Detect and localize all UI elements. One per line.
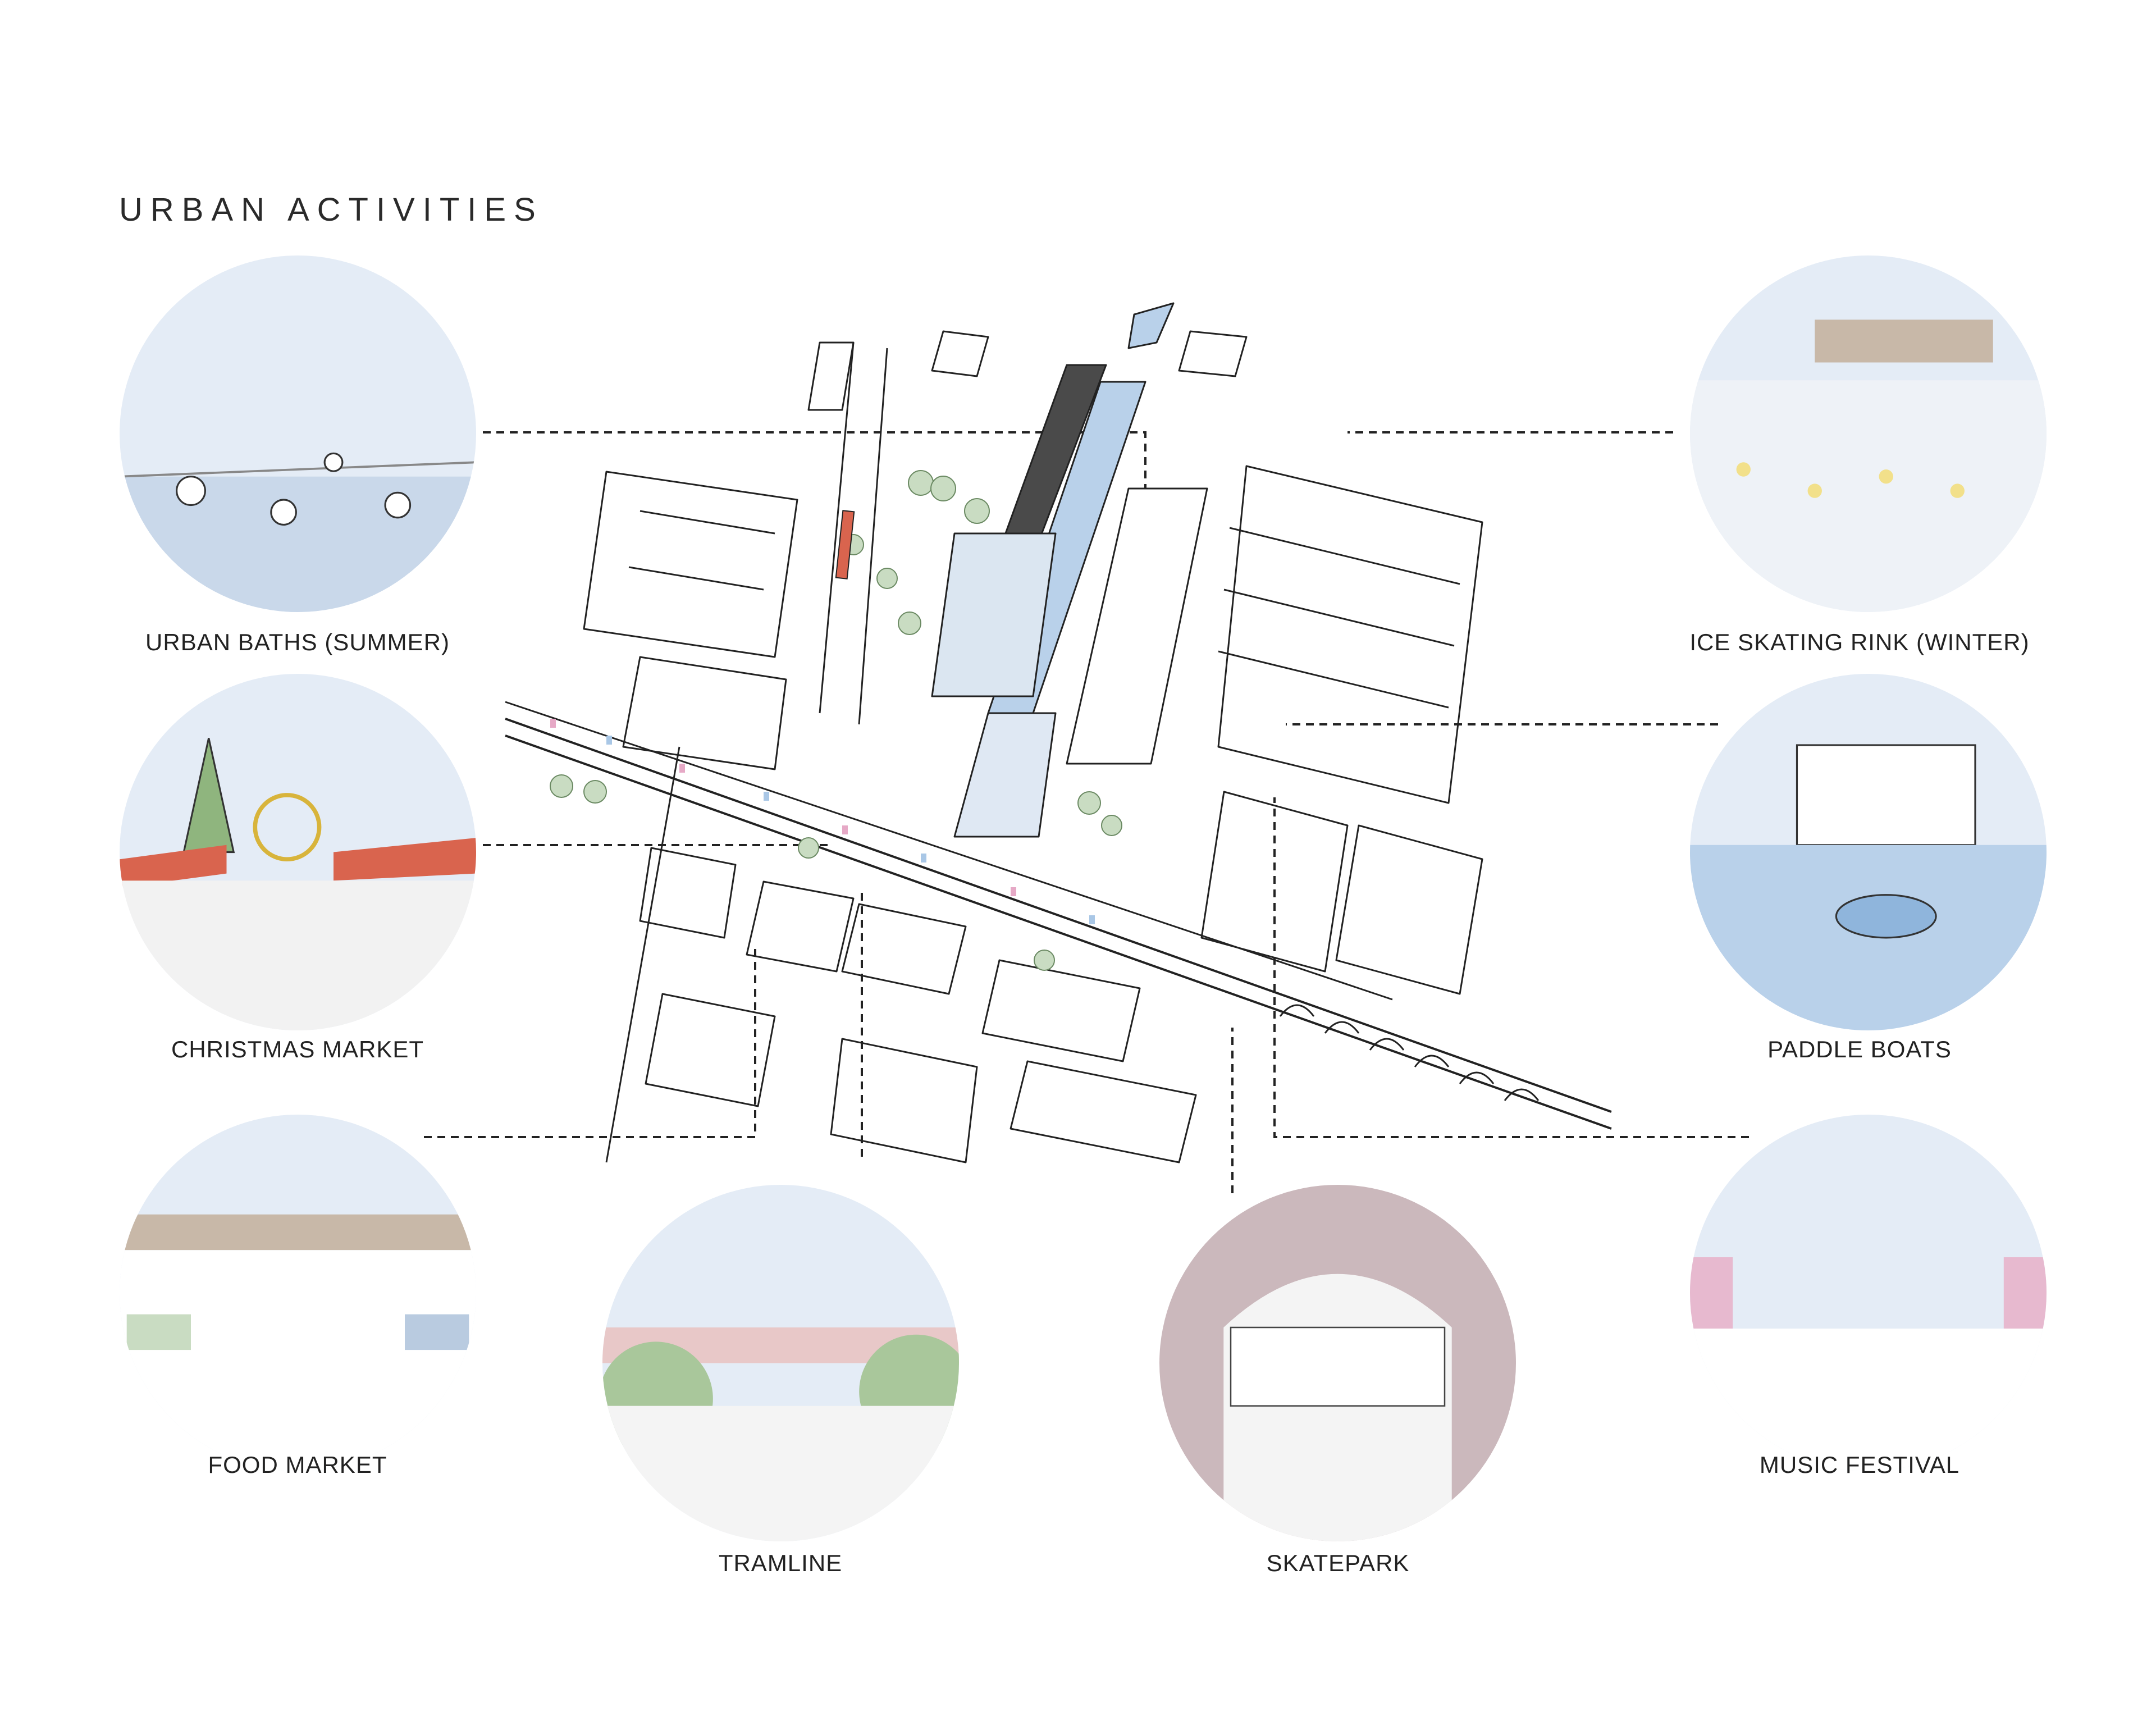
label-urban-baths: URBAN BATHS (SUMMER): [145, 629, 450, 655]
label-paddle-boats: PADDLE BOATS: [1767, 1036, 1952, 1062]
vignette-tramline: [602, 1185, 959, 1541]
label-food-market: FOOD MARKET: [208, 1452, 387, 1478]
vignette-paddle-boats: [1690, 674, 2047, 1030]
page-title: URBAN ACTIVITIES: [119, 191, 543, 228]
vignette-food-market: [120, 1115, 476, 1471]
vignette-christmas-market: [120, 674, 476, 1030]
viaduct-arches: [1279, 1004, 1540, 1101]
label-music-festival: MUSIC FESTIVAL: [1759, 1452, 1960, 1478]
label-skatepark: SKATEPARK: [1266, 1550, 1410, 1576]
vignette-music-festival: [1690, 1115, 2047, 1471]
label-christmas-market: CHRISTMAS MARKET: [171, 1036, 424, 1062]
label-ice-skating-rink: ICE SKATING RINK (WINTER): [1689, 629, 2030, 655]
label-tramline: TRAMLINE: [718, 1550, 843, 1576]
site-axonometric-map: [505, 302, 1612, 1163]
vignette-skatepark: [1159, 1185, 1516, 1541]
vignette-ice-skating-rink: [1690, 255, 2047, 612]
vignette-urban-baths: [120, 255, 476, 612]
